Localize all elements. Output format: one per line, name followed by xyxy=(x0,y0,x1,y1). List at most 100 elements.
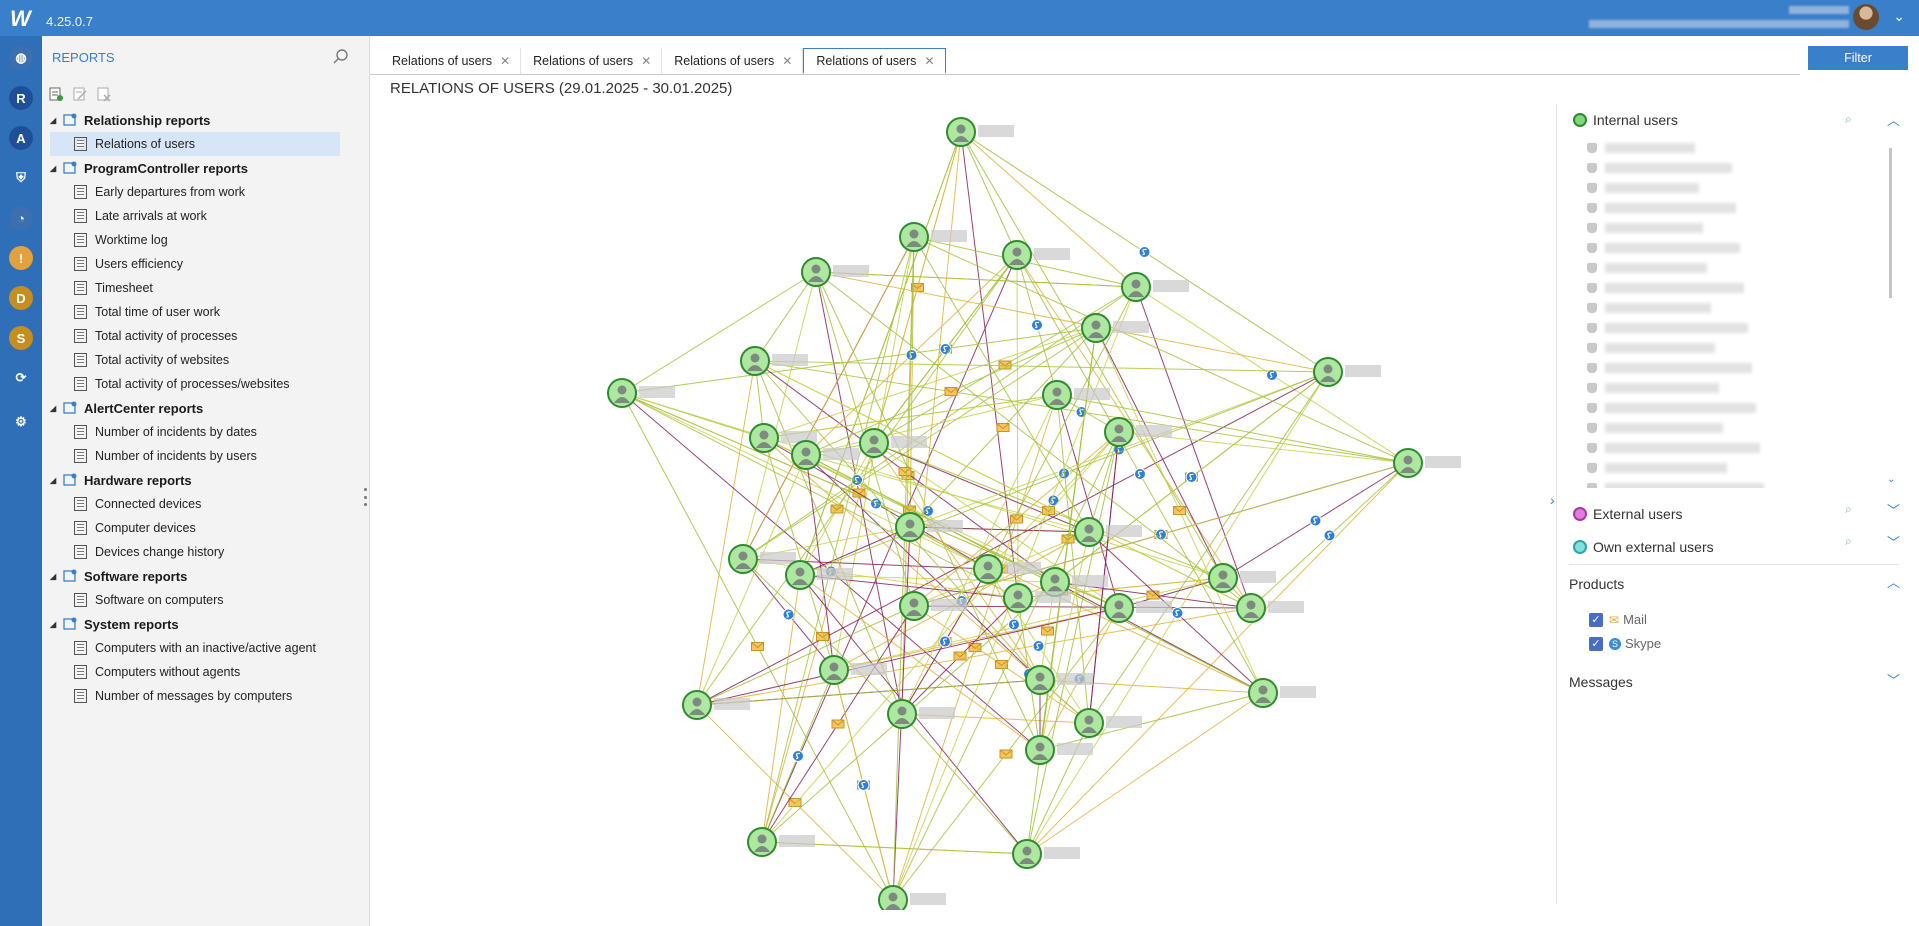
skype-icon[interactable] xyxy=(857,779,870,791)
skype-icon[interactable] xyxy=(1008,618,1020,631)
external-users-section[interactable]: External users xyxy=(1573,506,1682,522)
skype-icon[interactable] xyxy=(1323,529,1336,542)
user-list-item[interactable] xyxy=(1587,198,1887,218)
close-tab-icon[interactable]: ✕ xyxy=(924,53,935,68)
expand-triangle-icon[interactable]: ◢ xyxy=(50,403,57,413)
skype-icon[interactable] xyxy=(792,750,804,762)
chevron-down-icon[interactable]: ⌄ xyxy=(1893,8,1905,24)
user-list-item[interactable] xyxy=(1587,318,1887,338)
expand-triangle-icon[interactable]: ◢ xyxy=(50,619,57,629)
report-item[interactable]: Users efficiency xyxy=(50,252,360,276)
report-item[interactable]: Worktime log xyxy=(50,228,360,252)
user-node[interactable] xyxy=(1040,567,1108,597)
alert-shield-icon[interactable]: ! xyxy=(9,246,33,270)
shield-icon[interactable]: ⛨ xyxy=(9,166,33,190)
report-item[interactable]: Number of incidents by dates xyxy=(50,420,360,444)
skype-icon[interactable] xyxy=(939,343,952,355)
mail-icon[interactable] xyxy=(999,749,1013,759)
messages-section[interactable]: Messages xyxy=(1569,674,1633,690)
user-list-item[interactable] xyxy=(1587,178,1887,198)
report-item[interactable]: Computers without agents xyxy=(50,660,360,684)
report-item[interactable]: Software on computers xyxy=(50,588,360,612)
report-group[interactable]: ◢System reports xyxy=(50,612,360,636)
settings-icon[interactable]: ⚙ xyxy=(9,410,33,434)
filter-button[interactable]: Filter xyxy=(1808,46,1908,70)
user-node[interactable] xyxy=(819,655,887,685)
user-node[interactable] xyxy=(887,699,955,729)
user-list-item[interactable] xyxy=(1587,398,1887,418)
search-icon[interactable]: ⌕ xyxy=(1845,112,1852,126)
user-node[interactable] xyxy=(749,423,817,453)
user-list-item[interactable] xyxy=(1587,138,1887,158)
edit-report-icon[interactable] xyxy=(70,84,90,104)
close-tab-icon[interactable]: ✕ xyxy=(641,54,652,68)
user-avatar[interactable] xyxy=(1853,4,1879,30)
graph-canvas[interactable] xyxy=(600,110,1470,915)
tab-relations-of-users[interactable]: Relations of users✕ xyxy=(803,48,946,74)
user-node[interactable] xyxy=(1012,839,1080,869)
relations-graph[interactable] xyxy=(600,110,1470,915)
user-node[interactable] xyxy=(1121,272,1189,302)
user-node[interactable] xyxy=(1074,517,1142,547)
user-node[interactable] xyxy=(899,591,967,621)
user-list-item[interactable] xyxy=(1587,238,1887,258)
search-icon[interactable] xyxy=(332,48,350,66)
report-group[interactable]: ◢Software reports xyxy=(50,564,360,588)
user-node[interactable] xyxy=(878,885,946,915)
mail-icon[interactable] xyxy=(831,719,845,729)
tab-relations-of-users[interactable]: Relations of users✕ xyxy=(662,48,804,74)
user-list-item[interactable] xyxy=(1587,338,1887,358)
software-icon[interactable]: S xyxy=(9,326,33,350)
user-list-item[interactable] xyxy=(1587,478,1887,488)
dashboard-icon[interactable]: ◍ xyxy=(9,46,33,70)
own-external-users-section[interactable]: Own external users xyxy=(1573,539,1714,555)
skype-icon[interactable] xyxy=(1134,468,1146,480)
report-item[interactable]: Total activity of websites xyxy=(50,348,360,372)
report-item[interactable]: Number of incidents by users xyxy=(50,444,360,468)
mail-icon[interactable] xyxy=(1173,506,1186,515)
user-node[interactable] xyxy=(1313,357,1381,387)
user-node[interactable] xyxy=(740,346,808,376)
chevron-down-icon[interactable]: ﹀ xyxy=(1887,503,1901,518)
report-item[interactable]: Computers with an inactive/active agent xyxy=(50,636,360,660)
skype-icon[interactable] xyxy=(782,608,795,621)
products-section[interactable]: Products xyxy=(1569,576,1624,592)
new-report-icon[interactable] xyxy=(46,84,66,104)
user-list-item[interactable] xyxy=(1587,458,1887,478)
tab-relations-of-users[interactable]: Relations of users✕ xyxy=(521,48,663,74)
search-icon[interactable]: ⌕ xyxy=(1845,502,1852,516)
mail-icon[interactable] xyxy=(898,467,912,476)
report-group[interactable]: ◢Hardware reports xyxy=(50,468,360,492)
user-node[interactable] xyxy=(1104,593,1172,623)
user-node[interactable] xyxy=(1248,678,1316,708)
user-list-item[interactable] xyxy=(1587,438,1887,458)
user-node[interactable] xyxy=(785,560,853,590)
user-list-item[interactable] xyxy=(1587,158,1887,178)
user-list-item[interactable] xyxy=(1587,298,1887,318)
user-list-item[interactable] xyxy=(1587,258,1887,278)
mail-icon[interactable] xyxy=(1041,626,1054,636)
user-list-item[interactable] xyxy=(1587,278,1887,298)
expand-triangle-icon[interactable]: ◢ xyxy=(50,115,57,125)
skype-icon[interactable] xyxy=(1138,246,1151,258)
user-node[interactable] xyxy=(1025,735,1093,765)
skype-icon[interactable] xyxy=(1171,607,1184,619)
panel-splitter-handle[interactable] xyxy=(364,488,368,506)
skype-icon[interactable] xyxy=(1266,369,1278,381)
mail-icon[interactable] xyxy=(953,651,967,661)
skype-icon[interactable] xyxy=(1031,319,1043,331)
clock-icon[interactable]: ◔ xyxy=(9,206,33,230)
skype-icon[interactable] xyxy=(1032,640,1045,652)
user-node[interactable] xyxy=(859,428,927,458)
mail-icon[interactable] xyxy=(751,642,764,651)
expand-triangle-icon[interactable]: ◢ xyxy=(50,571,57,581)
report-item[interactable]: Late arrivals at work xyxy=(50,204,360,228)
skype-icon[interactable] xyxy=(870,497,882,510)
chevron-down-icon[interactable]: ﹀ xyxy=(1887,535,1901,550)
user-node[interactable] xyxy=(946,117,1014,147)
skype-icon[interactable] xyxy=(1185,471,1198,483)
report-group[interactable]: ◢Relationship reports xyxy=(50,108,360,132)
user-node[interactable] xyxy=(682,690,750,720)
tab-relations-of-users[interactable]: Relations of users✕ xyxy=(380,48,522,74)
report-item[interactable]: Number of messages by computers xyxy=(50,684,360,708)
